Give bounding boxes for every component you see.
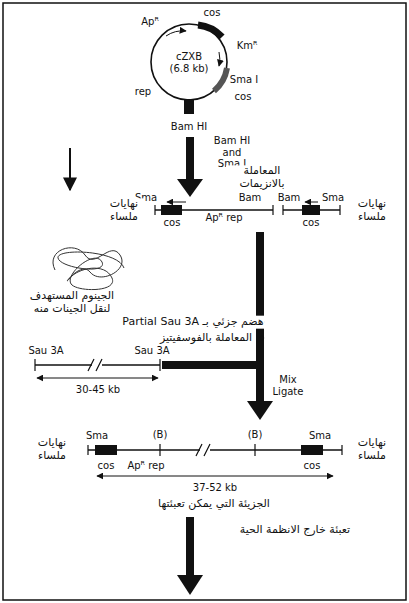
label: المعاملة بالفوسفيتيز — [159, 332, 253, 345]
label: تعبئة خارج الانظمة الحية — [239, 524, 351, 537]
drawing-stroke — [272, 205, 273, 215]
drawing-stroke — [186, 517, 194, 576]
label: نهايات ملساء — [351, 198, 393, 223]
label: cos — [97, 460, 116, 472]
label: Apᴿ — [140, 16, 160, 28]
label: Apᴿ rep — [126, 460, 165, 472]
label: cos — [234, 91, 253, 103]
drawing-stroke — [184, 99, 194, 114]
drawing-stroke — [339, 205, 340, 215]
label: نهايات ملساء — [103, 198, 145, 223]
drawing-stroke — [214, 68, 227, 91]
label: Sma — [85, 430, 109, 442]
label: (B) — [247, 429, 264, 441]
label: Sau 3A — [133, 345, 170, 357]
label: 30-45 kb — [75, 384, 121, 396]
label: Sau 3A — [27, 345, 64, 357]
drawing-stroke — [166, 31, 186, 36]
drawing-stroke — [177, 575, 203, 595]
label: cos — [303, 460, 322, 472]
drawing-stroke — [97, 476, 333, 477]
drawing-stroke — [102, 364, 160, 366]
label: Bam HI — [170, 121, 208, 133]
drawing-stroke — [341, 445, 342, 455]
drawing-stroke — [247, 401, 273, 420]
drawing-stroke — [37, 378, 158, 379]
drawing-stroke — [154, 205, 155, 215]
drawing-stroke — [95, 445, 117, 455]
drawing-stroke — [88, 359, 102, 371]
label: Mix Ligate — [269, 374, 307, 397]
label: نهايات ملساء — [351, 437, 393, 462]
drawing-stroke — [254, 444, 255, 456]
drawing-stroke — [302, 205, 320, 215]
drawing-stroke — [167, 202, 186, 203]
label: cos — [163, 217, 182, 229]
drawing-stroke — [196, 444, 210, 456]
label: cos — [302, 217, 321, 229]
label: الجزيئة التي يمكن تعبئتها — [157, 498, 271, 511]
drawing-stroke — [305, 202, 318, 203]
label: Kmᴿ — [236, 40, 259, 52]
label: Bam HI and Sma I — [209, 135, 255, 170]
drawing-stroke — [186, 137, 194, 180]
drawing-stroke — [282, 205, 283, 215]
drawing-stroke — [219, 52, 221, 66]
drawing-stroke — [34, 359, 35, 371]
label: نهايات ملساء — [31, 437, 73, 462]
label: المعاملة بالانزيمات — [226, 165, 298, 190]
label: 37-52 kb — [192, 482, 238, 494]
label: Sma — [308, 430, 332, 442]
label: Bam — [277, 192, 302, 204]
label: الجينوم المستهدف لنقل الجينات منه — [21, 290, 123, 315]
label: Apᴿ rep — [204, 212, 243, 224]
label: هضم جزئي بـ Partial Sau 3A — [121, 316, 264, 329]
label: Sma I — [229, 74, 259, 86]
drawing-stroke — [162, 361, 256, 369]
drawing-stroke — [35, 364, 92, 366]
label: cZXB (6.8 kb) — [168, 51, 210, 74]
drawing-stroke — [161, 205, 182, 215]
drawing-stroke — [260, 336, 264, 340]
label: Bam — [238, 192, 263, 204]
drawing-stroke — [177, 179, 203, 197]
label: Sma — [321, 192, 345, 204]
drawing-stroke — [301, 445, 323, 455]
drawing-stroke — [151, 24, 227, 100]
drawing-stroke — [53, 248, 124, 290]
drawing-stroke — [87, 445, 88, 455]
drawing-stroke — [159, 359, 160, 371]
drawing-stroke — [69, 148, 71, 190]
drawing-stroke — [3, 3, 406, 600]
label: cos — [203, 7, 222, 19]
drawing-stroke — [159, 444, 160, 456]
label: (B) — [152, 429, 169, 441]
label: rep — [134, 86, 152, 98]
drawing-stroke — [198, 25, 222, 37]
